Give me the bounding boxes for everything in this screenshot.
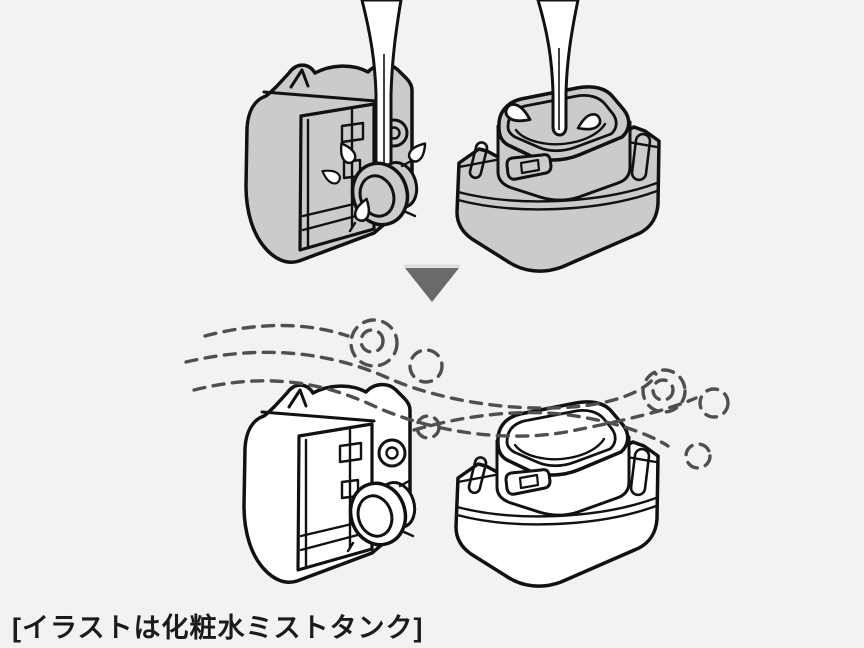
- caption: [イラストは化粧水ミストタンク]: [12, 613, 424, 643]
- water-stream-icon: [536, 0, 580, 137]
- dry-step: [184, 318, 730, 588]
- mist-water-tank-washed: [455, 0, 661, 273]
- rinse-step: [244, 0, 661, 273]
- down-arrow-icon: [404, 264, 460, 302]
- mist-tank-front-part-washed: [244, 0, 432, 265]
- air-swirl-lines: [184, 318, 730, 470]
